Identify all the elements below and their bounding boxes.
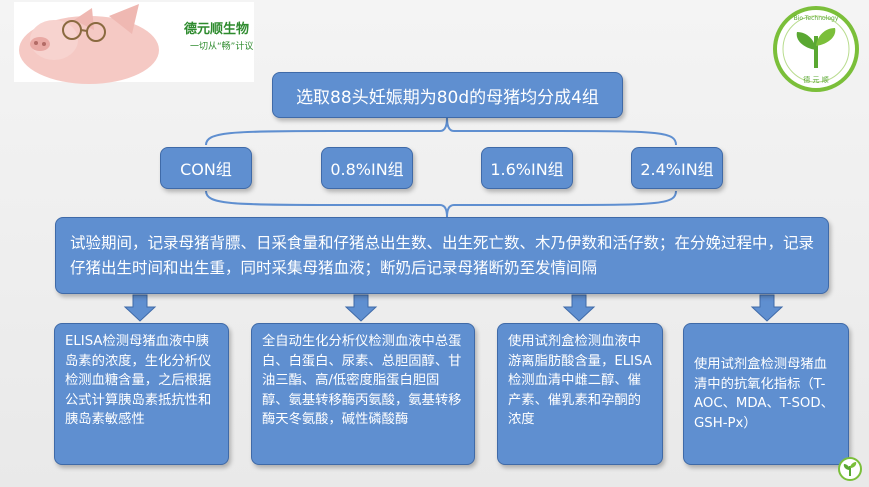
brand-logo-area: 德元顺生物 一切从“畅”计议 <box>14 2 254 84</box>
group-1.6-in: 1.6%IN组 <box>481 147 573 189</box>
arrow-down-4 <box>750 294 784 322</box>
procedure-box: 试验期间，记录母猪背膘、日采食量和仔猪总出生数、出生死亡数、木乃伊数和活仔数；在… <box>55 217 829 294</box>
small-badge-logo <box>838 457 862 481</box>
procedure-text: 试验期间，记录母猪背膘、日采食量和仔猪总出生数、出生死亡数、木乃伊数和活仔数；在… <box>70 233 815 277</box>
group-0.8-in: 0.8%IN组 <box>321 147 413 189</box>
top-brace <box>205 117 677 146</box>
badge-text: Bio-Technology <box>794 15 839 22</box>
sample-selection-box: 选取88头妊娠期为80d的母猪均分成4组 <box>272 72 623 118</box>
antioxidant-box: 使用试剂盒检测母猪血清中的抗氧化指标（T-AOC、MDA、T-SOD、GSH-P… <box>683 323 849 465</box>
brand-slogan: 一切从“畅”计议 <box>190 42 254 52</box>
company-badge-logo: d Bio-Technology 德 元 顺 <box>773 6 859 92</box>
arrow-down-2 <box>344 294 378 322</box>
antioxidant-text: 使用试剂盒检测母猪血清中的抗氧化指标（T-AOC、MDA、T-SOD、GSH-P… <box>694 357 834 431</box>
brand-name: 德元顺生物 <box>184 22 250 37</box>
arrow-down-1 <box>123 294 157 322</box>
biochemistry-box: 全自动生化分析仪检测血液中总蛋白、白蛋白、尿素、总胆固醇、甘油三酯、高/低密度脂… <box>251 323 475 465</box>
group-con: CON组 <box>160 147 252 189</box>
badge-bottom-text: 德 元 顺 <box>803 75 828 84</box>
pig-image <box>19 4 159 84</box>
insulin-detection-box: ELISA检测母猪血液中胰岛素的浓度，生化分析仪检测血糖含量，之后根据公式计算胰… <box>54 323 229 465</box>
bottom-brace <box>205 190 677 218</box>
svg-text:d: d <box>813 27 819 37</box>
hormone-detection-box: 使用试剂盒检测血液中游离脂肪酸含量，ELISA检测血清中雌二醇、催产素、催乳素和… <box>497 323 663 465</box>
arrow-down-3 <box>562 294 596 322</box>
group-2.4-in: 2.4%IN组 <box>631 147 723 189</box>
